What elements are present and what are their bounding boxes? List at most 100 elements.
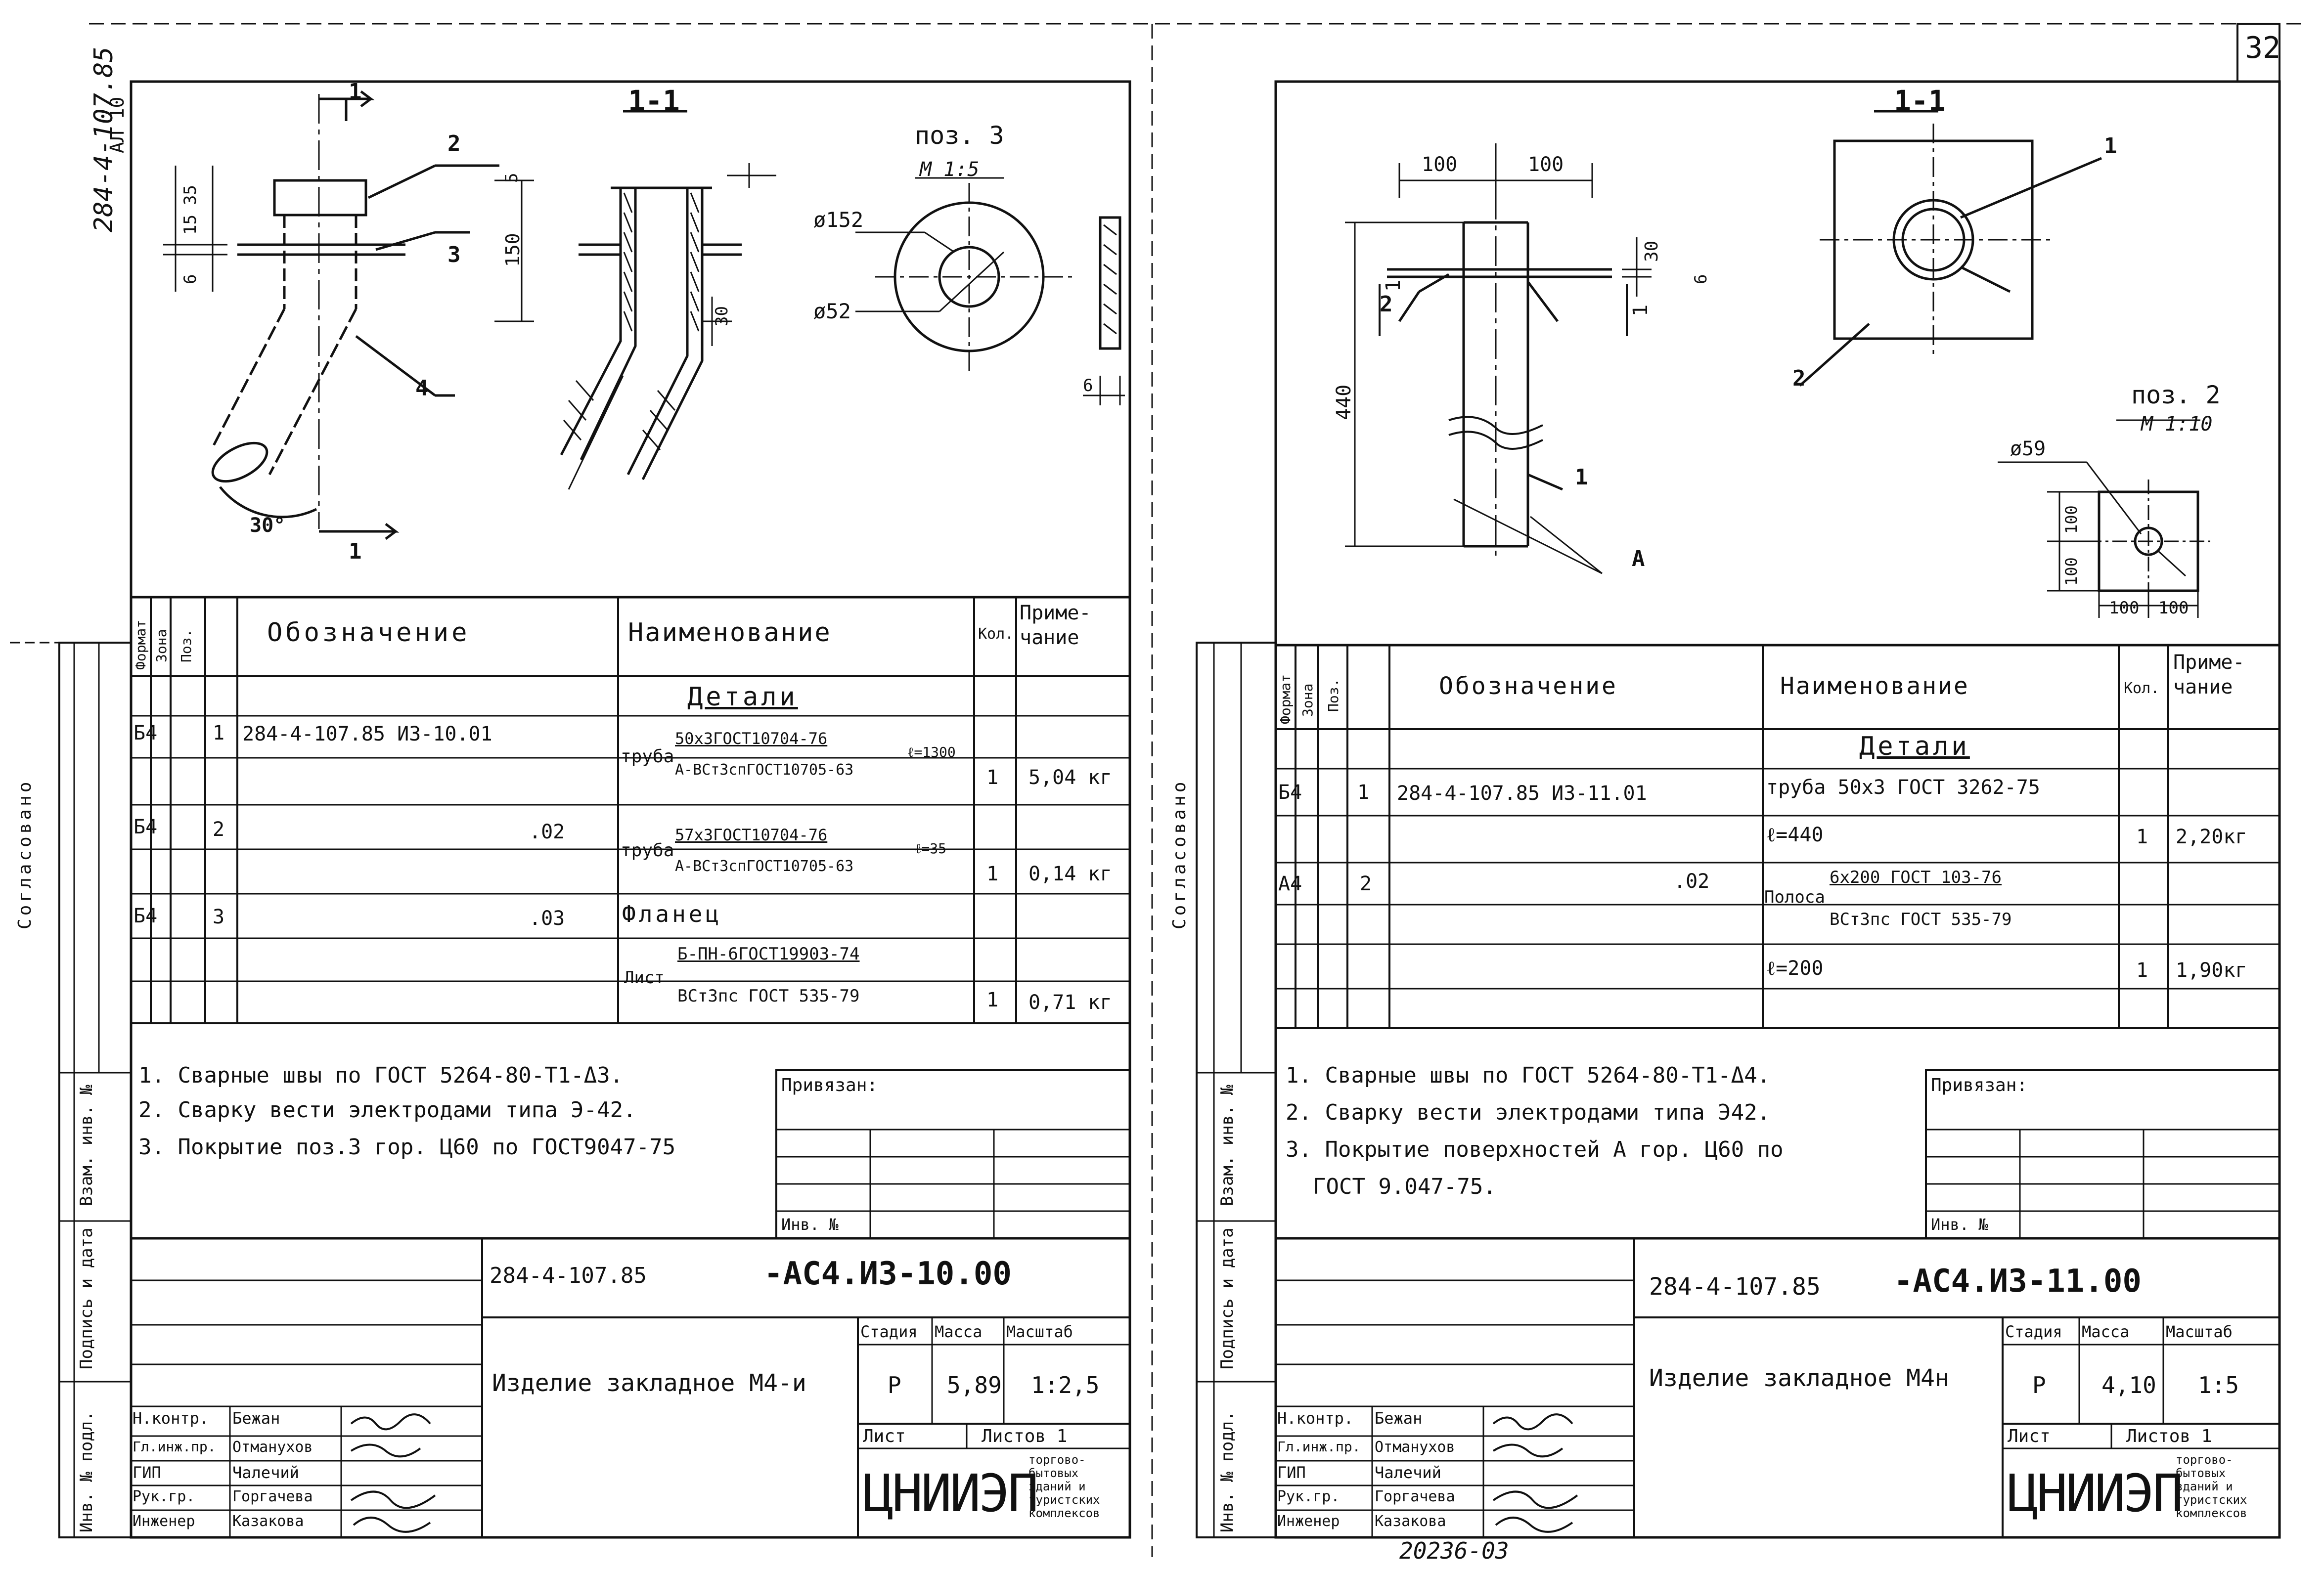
row1-name: труба 50х3 ГОСТ 3262-75 (1766, 776, 2040, 799)
sig-name-1: Бежан (232, 1409, 280, 1428)
header-note: Приме- чание (1020, 602, 1091, 649)
header-name: Наименование (628, 618, 832, 648)
sheets-label: Листов 1 (2126, 1426, 2212, 1446)
side-label-inv-orig: Инв. № подл. (1217, 1411, 1237, 1532)
section-leader-1: 1 (2104, 133, 2117, 159)
row2-name: ℓ=440 (1766, 824, 1824, 846)
sig-name-1: Бежан (1375, 1409, 1423, 1428)
leader-1: 1 (1575, 465, 1588, 490)
dim-flange-inner: ø52 (813, 299, 851, 323)
section-mark-top: 1 (349, 79, 362, 104)
sig-role-1: Н.контр. (1277, 1409, 1354, 1428)
sheets-label: Листов 1 (982, 1426, 1068, 1446)
dim-hole: ø59 (2010, 437, 2046, 460)
row4-name-top: Б-ПН-6ГОСТ19903-74 (677, 944, 860, 964)
dim-6: 6 (1691, 274, 1711, 284)
row4-qty: 1 (986, 989, 999, 1011)
note-3: 3. Покрытие поверхностей А гор. Ц60 по (1286, 1137, 1784, 1162)
stage-value: Р (2032, 1372, 2046, 1398)
row3-format: Б4 (134, 905, 158, 927)
vertical-small-code: AЛ 10 (106, 96, 128, 153)
header-format: Формат (1277, 674, 1294, 724)
row1-format: Б4 (1278, 781, 1302, 804)
sig-name-5: Казакова (1375, 1513, 1446, 1530)
signature-scribbles (350, 1413, 436, 1533)
org-logo: ЦНИИЭП (2008, 1463, 2184, 1524)
stage-label: Стадия (860, 1322, 918, 1341)
dim-flange-thickness: 6 (1083, 376, 1093, 395)
dim-30: 30 (712, 306, 732, 326)
row2-name: труба (621, 840, 674, 861)
org-name: торгово-бытовых зданий и туристских комп… (2176, 1453, 2247, 1520)
row1-name-top: 50х3ГОСТ10704-76 (675, 729, 828, 748)
dim-plate-v1: 100 (2062, 505, 2081, 534)
row1-pos: 1 (1357, 781, 1370, 804)
sig-role-2: Гл.инж.пр. (133, 1439, 216, 1455)
row2-name-bottom: А-ВСт3спГОСТ10705-63 (675, 858, 854, 875)
header-qty: Кол. (978, 625, 1014, 643)
header-qty: Кол. (2124, 680, 2160, 697)
sheet-label: Лист (2008, 1426, 2051, 1446)
row1-pos: 1 (213, 722, 225, 744)
row2-note: 2,20кг (2176, 826, 2247, 848)
sig-name-4: Горгачева (1375, 1488, 1455, 1505)
section-mark-right: 1 (1629, 304, 1652, 316)
doc-mark: -АС4.ИЗ-11.00 (1894, 1263, 2142, 1300)
dim-30: 30 (1642, 240, 1662, 262)
sig-role-3: ГИП (133, 1463, 161, 1482)
mass-label: Масса (2082, 1322, 2130, 1341)
sig-role-4: Рук.гр. (1277, 1488, 1340, 1505)
dim-plate-h1: 100 (2109, 598, 2140, 618)
side-label-inv-orig: Инв. № подл. (77, 1411, 96, 1532)
row2-length: ℓ=35 (915, 840, 946, 857)
row1-note: 5,04 кг (1028, 766, 1112, 789)
row1-designation: 284-4-107.85 ИЗ-11.01 (1397, 782, 1647, 805)
dim-5: 5 (502, 173, 522, 183)
row3-name: Полоса (1764, 887, 1825, 907)
sig-role-5: Инженер (133, 1513, 195, 1530)
archive-number: 20236-03 (1399, 1537, 1509, 1564)
scale-value: 1:2,5 (1031, 1372, 1100, 1398)
mass-value: 4,10 (2101, 1372, 2156, 1398)
leader-a: A (1632, 546, 1645, 571)
dim-440: 440 (1333, 384, 1355, 420)
row2-qty: 1 (986, 863, 999, 885)
section-title: Детали (1859, 732, 1970, 761)
angle-label: 30° (250, 514, 286, 537)
pos-label: поз. 2 (2131, 381, 2221, 409)
note-2: 2. Сварку вести электродами типа Э-42. (138, 1097, 636, 1123)
row3-name-top: 6х200 ГОСТ 103-76 (1830, 868, 2002, 887)
org-logo: ЦНИИЭП (863, 1463, 1039, 1524)
sig-role-3: ГИП (1277, 1463, 1306, 1482)
note-2: 2. Сварку вести электродами типа Э42. (1286, 1100, 1771, 1125)
dim-flange-outer: ø152 (813, 208, 864, 232)
section-leader-2: 2 (1792, 366, 1806, 391)
row2-note: 0,14 кг (1028, 863, 1112, 885)
side-label-replace-inv: Взам. инв. № (77, 1085, 96, 1206)
stage-label: Стадия (2005, 1322, 2062, 1341)
row1-length: ℓ=1300 (907, 744, 956, 760)
row3-format: А4 (1278, 873, 1302, 895)
section-mark-left: 1 (1382, 279, 1405, 292)
scale-value: 1:5 (2198, 1372, 2239, 1398)
row1-name: труба (621, 746, 674, 767)
row4-note: 0,71 кг (1028, 991, 1112, 1014)
header-zone: Зона (1299, 683, 1316, 717)
inv-label: Инв. № (781, 1215, 839, 1234)
pos-scale: M 1:5 (920, 158, 980, 181)
sheet-label: Лист (863, 1426, 906, 1446)
row3-designation: .03 (529, 907, 565, 930)
header-format: Формат (133, 619, 149, 670)
sig-role-2: Гл.инж.пр. (1277, 1439, 1361, 1455)
pos-label: поз. 3 (915, 121, 1004, 150)
doc-mark: -АС4.ИЗ-10.00 (764, 1256, 1012, 1292)
header-pos: Поз. (178, 629, 194, 662)
section-label: 1-1 (628, 84, 680, 118)
note-3: 3. Покрытие поз.3 гор. Ц60 по ГОСТ9047-7… (138, 1135, 676, 1160)
row2-pos: 2 (213, 818, 225, 841)
sig-name-3: Чалечий (232, 1463, 299, 1482)
header-note: Приме- чание (2173, 651, 2245, 698)
row4-name-bottom: ВСт3пс ГОСТ 535-79 (677, 986, 860, 1006)
row3-name: Фланец (622, 901, 722, 927)
